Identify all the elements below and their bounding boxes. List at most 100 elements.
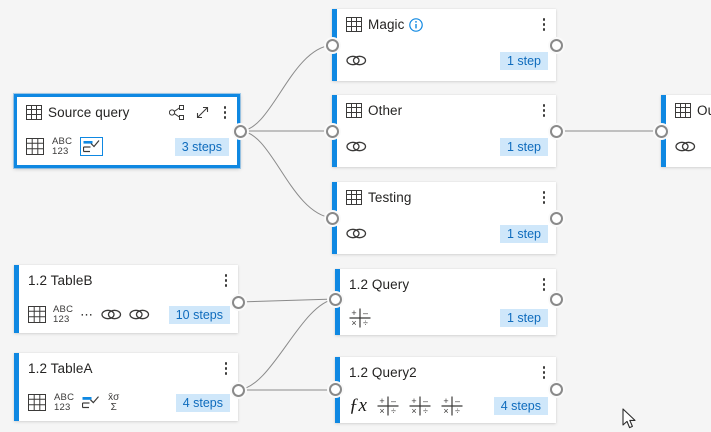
step-count-badge: 1 step: [499, 51, 548, 70]
step-count-badge: 3 steps: [174, 137, 229, 156]
fx-icon: ƒx: [349, 395, 367, 417]
table-icon: [26, 105, 42, 120]
node-header: Other: [337, 95, 556, 126]
abc-123-icon: ABC 123: [53, 303, 74, 325]
step-count-badge: 1 step: [499, 224, 548, 243]
node-header: 1.2 TableA: [19, 353, 238, 384]
more-options-icon[interactable]: [538, 363, 551, 382]
more-options-icon[interactable]: [220, 271, 233, 290]
expand-icon[interactable]: [195, 105, 210, 120]
node-header: 1.2 TableB: [19, 265, 238, 296]
edge-source-to-magic: [239, 44, 333, 132]
node-other[interactable]: Other 1 step: [332, 95, 556, 167]
svg-text:×: ×: [411, 406, 416, 416]
node-body: ƒx + – × ÷ + – × ÷: [340, 388, 556, 423]
link-icon: [346, 53, 367, 68]
port-tableb-out[interactable]: [232, 296, 245, 309]
more-options-icon[interactable]: [220, 359, 233, 378]
port-magic-out[interactable]: [550, 39, 563, 52]
port-other-in[interactable]: [326, 125, 339, 138]
node-magic[interactable]: Magic 1 step: [332, 9, 556, 81]
more-options-icon[interactable]: [538, 275, 551, 294]
node-header: 1.2 Query2: [340, 357, 556, 388]
list-check-icon[interactable]: [80, 137, 104, 156]
svg-text:×: ×: [443, 406, 448, 416]
port-tablea-out[interactable]: [232, 384, 245, 397]
abc-label: ABC: [53, 303, 74, 315]
abc-123-icon: ABC 123: [54, 391, 75, 413]
step-count-badge: 4 steps: [493, 396, 548, 415]
table-icon: [28, 306, 46, 323]
abc-label: ABC: [52, 135, 73, 147]
node-title: Magic: [368, 17, 405, 32]
more-options-icon[interactable]: [538, 188, 551, 207]
abc-123-icon: ABC 123: [52, 135, 73, 157]
port-source-query-out[interactable]: [234, 125, 247, 138]
node-source-query[interactable]: Source query: [14, 94, 240, 168]
port-testing-in[interactable]: [326, 212, 339, 225]
info-icon[interactable]: [408, 17, 423, 32]
node-header: Magic: [337, 9, 556, 40]
node-body: + – × ÷ 1 step: [340, 300, 556, 335]
node-title: Testing: [368, 190, 412, 205]
stat-sum: Σ: [110, 401, 117, 413]
port-magic-in[interactable]: [326, 39, 339, 52]
math-icon: + – × ÷: [377, 396, 399, 416]
share-icon[interactable]: [168, 105, 185, 120]
svg-text:+: +: [411, 396, 416, 406]
svg-text:×: ×: [351, 318, 356, 328]
svg-text:×: ×: [379, 406, 384, 416]
statistics-icon: x̄σ Σ: [108, 393, 119, 412]
port-query2-out[interactable]: [550, 383, 563, 396]
edge-tablea-to-query: [237, 298, 336, 391]
port-output-in[interactable]: [655, 125, 668, 138]
port-query-in[interactable]: [329, 293, 342, 306]
node-testing[interactable]: Testing 1 step: [332, 182, 556, 254]
svg-text:÷: ÷: [391, 406, 396, 416]
node-output[interactable]: Outp: [661, 95, 711, 167]
edge-source-to-testing: [239, 130, 333, 219]
node-body: ABC 123 ⋯ 10 steps: [19, 296, 238, 333]
svg-text:–: –: [455, 396, 460, 406]
node-tablea[interactable]: 1.2 TableA ABC 123: [14, 353, 238, 421]
node-tableb[interactable]: 1.2 TableB ABC 123 ⋯: [14, 265, 238, 333]
port-query-out[interactable]: [550, 293, 563, 306]
port-other-out[interactable]: [550, 125, 563, 138]
node-query[interactable]: 1.2 Query + – × ÷ 1 step: [335, 269, 556, 335]
svg-text:–: –: [363, 308, 368, 318]
svg-text:–: –: [391, 396, 396, 406]
step-count-badge: 10 steps: [168, 305, 230, 324]
more-options-icon[interactable]: [538, 101, 551, 120]
step-count-badge: 4 steps: [175, 393, 230, 412]
step-count-badge: 1 step: [499, 308, 548, 327]
123-label: 123: [52, 145, 69, 157]
node-title: 1.2 Query: [349, 277, 410, 292]
node-body: 1 step: [337, 213, 556, 254]
math-icon: + – × ÷: [349, 308, 371, 328]
link-icon: [129, 307, 150, 322]
more-options-icon[interactable]: [219, 103, 232, 122]
table-icon: [346, 190, 362, 205]
more-options-icon[interactable]: [538, 15, 551, 34]
123-label: 123: [54, 401, 71, 413]
node-body: 1 step: [337, 40, 556, 81]
table-icon: [346, 103, 362, 118]
node-query2[interactable]: 1.2 Query2 ƒx + – × ÷: [335, 357, 556, 423]
ellipsis-icon[interactable]: ⋯: [80, 306, 95, 322]
port-testing-out[interactable]: [550, 212, 563, 225]
svg-text:÷: ÷: [363, 318, 368, 328]
table-icon: [26, 138, 44, 155]
node-title: 1.2 TableA: [28, 361, 93, 376]
abc-label: ABC: [54, 391, 75, 403]
svg-text:÷: ÷: [455, 406, 460, 416]
node-header: Testing: [337, 182, 556, 213]
node-header: Source query: [17, 97, 237, 128]
svg-text:–: –: [423, 396, 428, 406]
123-label: 123: [53, 313, 70, 325]
math-icon: + – × ÷: [441, 396, 463, 416]
node-title: 1.2 TableB: [28, 273, 93, 288]
port-query2-in[interactable]: [329, 383, 342, 396]
node-title: Outp: [697, 103, 711, 118]
